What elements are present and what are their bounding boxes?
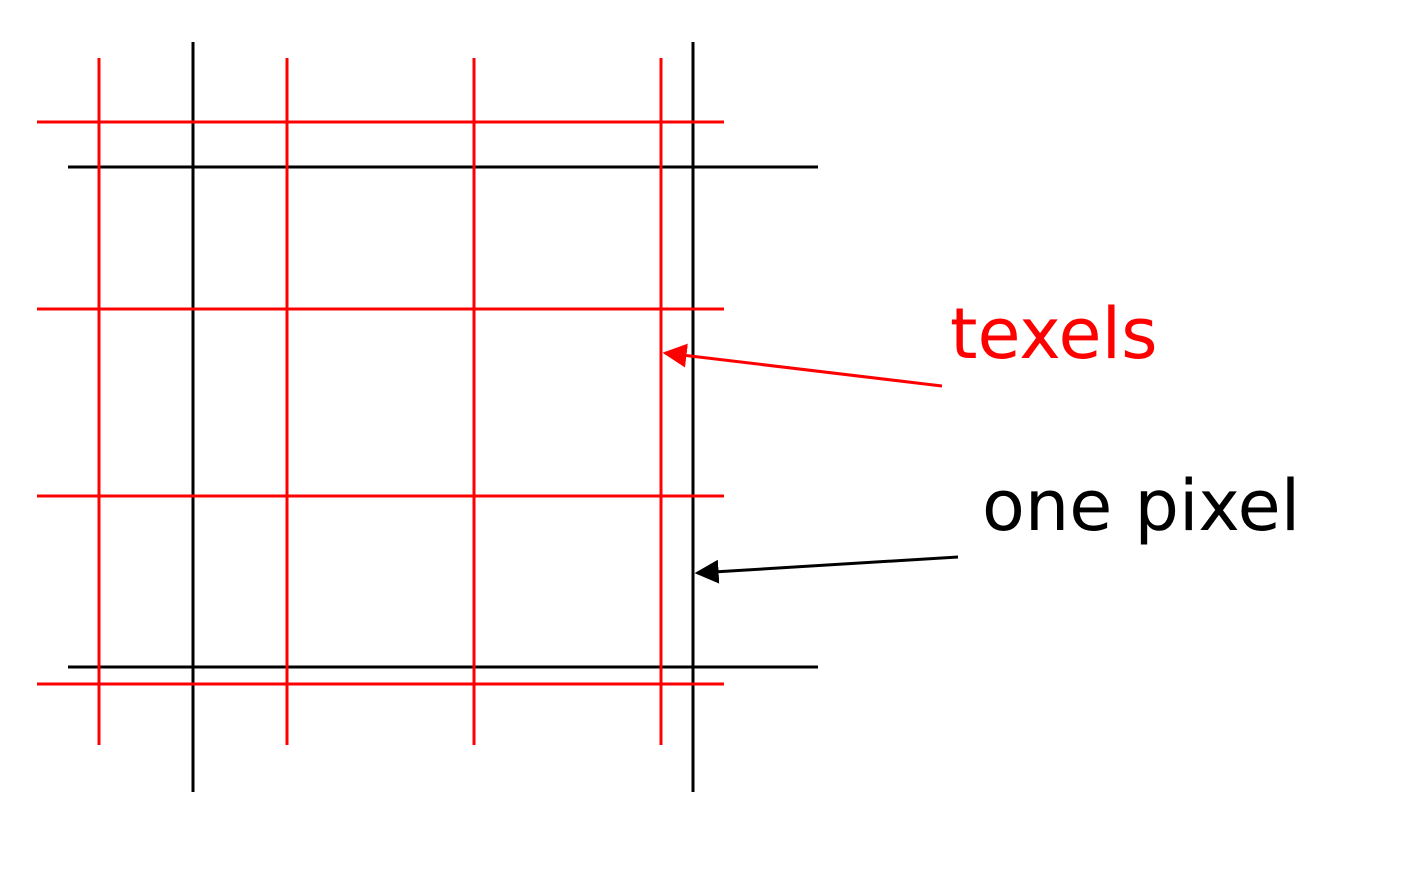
texels-label: texels [950,293,1158,375]
texels-arrow [662,343,943,388]
pixel-label: one pixel [982,465,1300,547]
pixel-grid [68,42,818,792]
pixel-arrow [694,555,959,584]
texel-grid [37,58,724,745]
